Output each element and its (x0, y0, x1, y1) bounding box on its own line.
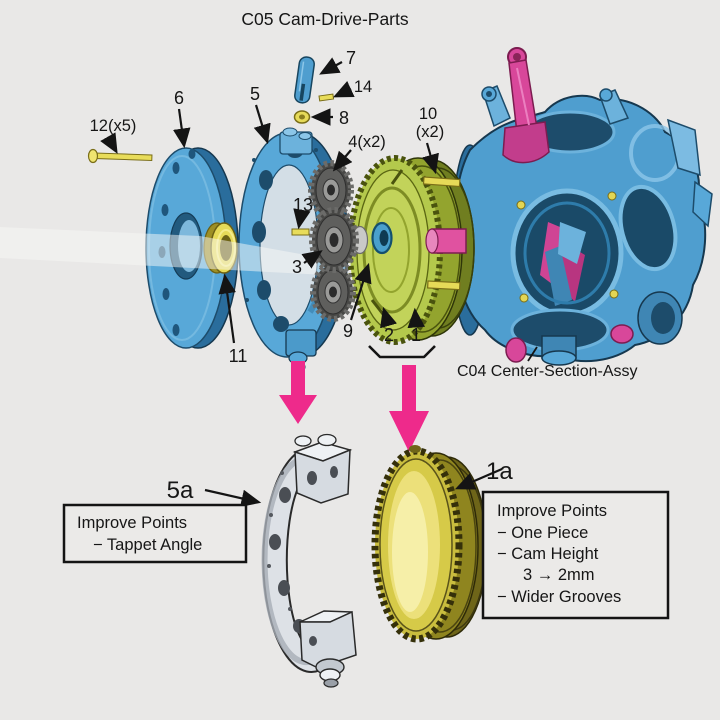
label-part-8: 8 (339, 108, 349, 128)
label-part-13: 13 (293, 195, 313, 215)
improve-right-item-3: 3 → 2mm (523, 566, 595, 584)
diagram-title: C05 Cam-Drive-Parts (241, 9, 408, 29)
label-part-7: 7 (346, 48, 356, 68)
leader-arrow-1a (454, 467, 503, 490)
label-part-11: 11 (229, 346, 248, 366)
explode-arrow-left (279, 361, 317, 424)
cam-shaft-pink (425, 228, 467, 254)
label-part-2: 2 (384, 325, 394, 345)
part-7-pin (294, 56, 315, 104)
leader-arrow-14 (333, 81, 355, 98)
label-c04-assembly: C04 Center-Section-Assy (457, 363, 638, 380)
leader-arrow-13 (293, 208, 311, 230)
part-10-pins (422, 176, 461, 291)
improve-left-border (62, 503, 248, 564)
improve-right-title: Improve Points (497, 502, 607, 520)
improve-right-item-1: − One Piece (497, 524, 588, 542)
cam-gear-assembly (347, 155, 475, 345)
leader-arrow-5a (204, 488, 262, 507)
bracket-parts-2-1 (368, 345, 436, 359)
leader-arrow-4 (332, 149, 353, 172)
explode-arrow-right (389, 365, 429, 452)
label-part-5: 5 (250, 84, 260, 104)
callout-leaders (100, 57, 538, 507)
improve-points-box-left: Improve Points − Tappet Angle (62, 503, 248, 564)
label-part-10-line1: 10 (419, 105, 437, 123)
c04-center-section-assembly (451, 47, 713, 366)
part-3-gear (309, 207, 359, 273)
leader-arrow-12 (100, 132, 118, 154)
leader-arrow-6 (173, 108, 191, 149)
label-part-1a: 1a (486, 458, 513, 485)
c04-conrod-pink (502, 47, 550, 164)
part-4-gear-bottom (310, 262, 356, 322)
label-part-4: 4(x2) (348, 133, 386, 151)
leader-arrow-1 (407, 307, 426, 329)
label-part-5a: 5a (167, 477, 194, 504)
detail-part-5a-tappet-ring (261, 433, 357, 688)
part-13-pin (291, 228, 310, 236)
leader-arrow-3 (301, 250, 323, 269)
improve-right-border (481, 490, 670, 620)
leader-arrow-5 (253, 104, 271, 145)
part-12-screw (87, 148, 153, 164)
part-9-cam-gear-plate (347, 155, 443, 345)
label-part-6: 6 (174, 88, 184, 108)
leader-line-c04 (527, 346, 538, 362)
gear-train (308, 160, 369, 322)
label-part-10-line2: (x2) (416, 123, 444, 141)
label-part-12: 12(x5) (90, 117, 137, 135)
improve-right-item-2: − Cam Height (497, 545, 599, 563)
reflection-streak (0, 227, 345, 276)
improve-left-item-1: − Tappet Angle (93, 536, 202, 554)
leader-arrow-11 (218, 273, 236, 344)
label-part-1: 1 (411, 325, 421, 345)
leader-arrow-2 (380, 306, 397, 329)
improve-left-title: Improve Points (77, 514, 187, 532)
leader-arrow-10 (422, 142, 439, 175)
label-part-14: 14 (354, 78, 372, 96)
part-8-washer (293, 110, 311, 124)
part-4-gear-top (308, 160, 354, 220)
detail-part-1a-cam-ring (371, 445, 488, 643)
label-part-3: 3 (292, 257, 302, 277)
leader-arrow-7 (319, 57, 343, 75)
improve-right-item-4: − Wider Grooves (497, 588, 621, 606)
label-part-9: 9 (343, 321, 353, 341)
leader-arrow-9 (349, 262, 372, 321)
improve-points-box-right: Improve Points − One Piece − Cam Height … (481, 490, 670, 620)
